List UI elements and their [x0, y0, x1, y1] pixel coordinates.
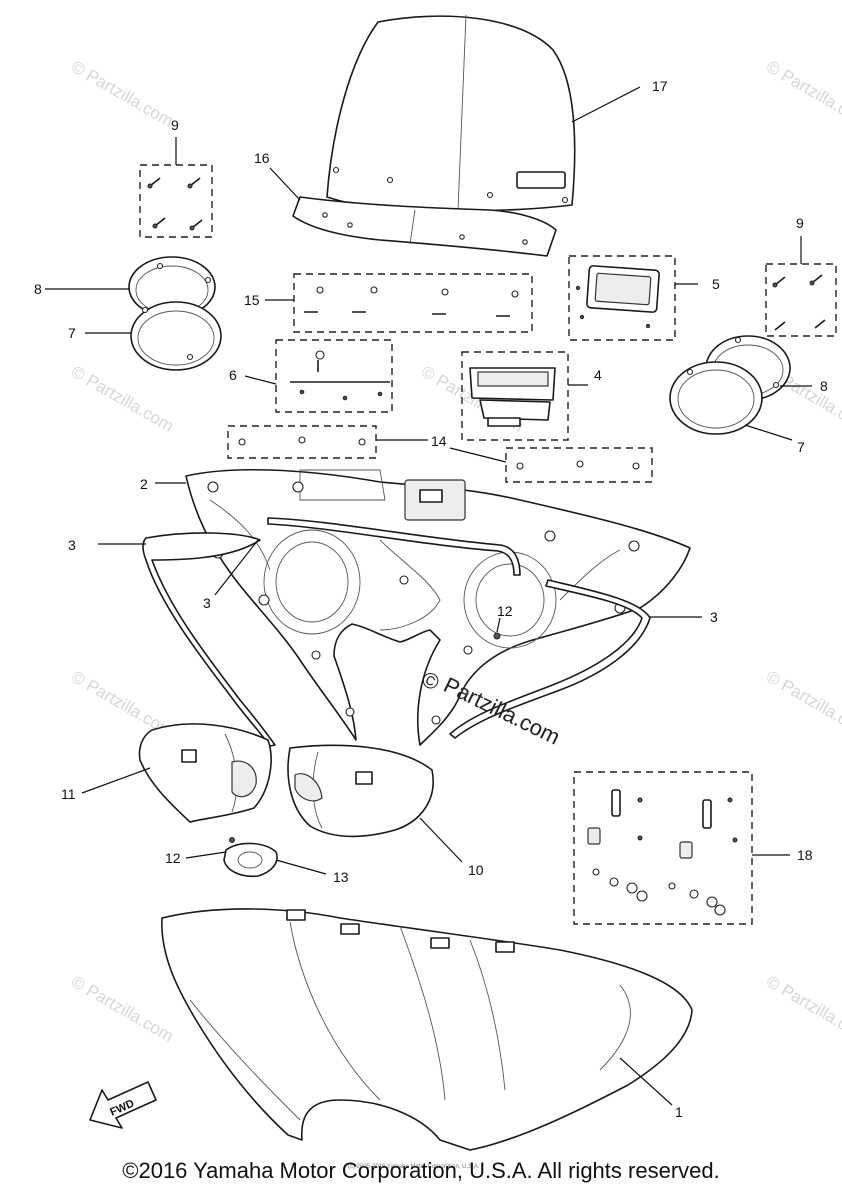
small-print: (c) 2005-2016 Yamaha Motor Corporation, … [348, 1164, 480, 1170]
part-15-bolt-set [265, 273, 533, 333]
part-4-display-unit [461, 351, 588, 441]
part-9-bolt-set-right [765, 236, 837, 337]
fwd-arrow: FWD [89, 1081, 157, 1129]
watermark: © Partzilla.com [763, 57, 842, 131]
callout-12-lower: 12 [165, 850, 181, 866]
callout-4: 4 [594, 367, 602, 383]
part-13-bracket [185, 837, 327, 878]
part-18-hardware-kit [573, 771, 790, 925]
callout-12-upper: 12 [497, 603, 513, 619]
callout-15: 15 [244, 292, 260, 308]
part-16-windshield-trim [269, 167, 557, 257]
callout-3-center: 3 [203, 595, 211, 611]
part-5-meter-panel [568, 255, 698, 341]
part-6-fastener-set [244, 339, 393, 413]
callout-14: 14 [431, 433, 447, 449]
part-12-screw-upper [493, 617, 501, 640]
part-9-bolt-set-left [139, 137, 213, 238]
callout-3-right: 3 [710, 609, 718, 625]
watermark: © Partzilla.com [68, 362, 177, 436]
callout-6: 6 [229, 367, 237, 383]
callout-16: 16 [254, 150, 270, 166]
callout-3-left: 3 [68, 537, 76, 553]
callout-8-right: 8 [820, 378, 828, 394]
callout-18: 18 [797, 847, 813, 863]
callout-7-right: 7 [797, 439, 805, 455]
watermark: © Partzilla.com [763, 972, 842, 1046]
part-2-inner-fairing [155, 468, 691, 746]
part-14-bolt-sets [227, 425, 653, 483]
callout-9-right: 9 [796, 215, 804, 231]
part-3-trim-strips [98, 517, 702, 747]
callout-7-left: 7 [68, 325, 76, 341]
callout-5: 5 [712, 276, 720, 292]
part-8-7-speaker-rings-left [45, 256, 222, 371]
callout-2: 2 [140, 476, 148, 492]
watermark: © Partzilla.com [68, 972, 177, 1046]
callout-8-left: 8 [34, 281, 42, 297]
part-17-windshield [326, 14, 641, 213]
part-8-7-speaker-rings-right [669, 335, 812, 441]
watermark: © Partzilla.com [763, 667, 842, 741]
callout-10: 10 [468, 862, 484, 878]
part-10-right-lower-cover [287, 744, 463, 863]
callout-17: 17 [652, 78, 668, 94]
callout-1: 1 [675, 1104, 683, 1120]
callout-9-left: 9 [171, 117, 179, 133]
copyright-notice: ©2016 Yamaha Motor Corporation, U.S.A. A… [122, 1158, 720, 1183]
part-11-left-lower-cover [81, 723, 272, 823]
part-1-outer-fairing [161, 908, 693, 1151]
watermark: © Partzilla.com [68, 57, 177, 131]
center-watermark-text: Partzilla.com [440, 672, 564, 750]
callout-11: 11 [61, 786, 76, 802]
callout-labels: 17 16 9 9 8 7 15 5 6 4 8 7 14 2 3 3 3 12… [34, 78, 828, 1120]
callout-13: 13 [333, 869, 349, 885]
